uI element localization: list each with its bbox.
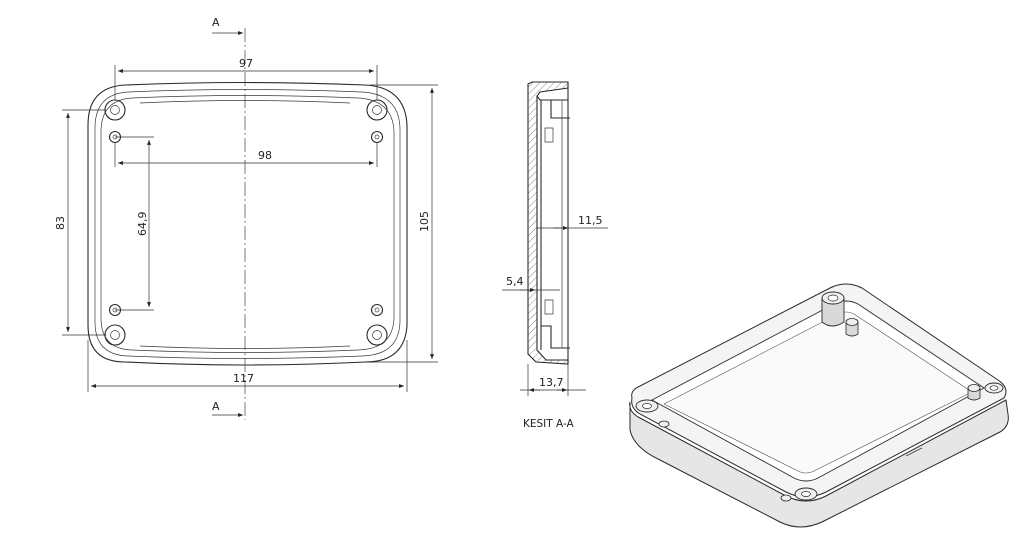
isometric-view xyxy=(629,283,1009,528)
mount-hole-top-right xyxy=(370,130,384,144)
dimension-11-5: 11,5 xyxy=(537,214,608,230)
dimension-117: 117 xyxy=(87,340,408,392)
section-step-lower xyxy=(541,325,570,349)
section-rib-upper xyxy=(544,127,554,143)
front-view-outer-outline xyxy=(87,81,408,366)
dimension-117-label: 117 xyxy=(233,372,254,385)
dimension-11-5-label: 11,5 xyxy=(578,214,603,227)
iso-pin-front xyxy=(780,494,792,502)
front-view-inner-outline xyxy=(94,89,401,359)
dimension-97: 97 xyxy=(114,57,378,100)
mount-hole-bottom-right xyxy=(370,303,384,317)
iso-pin-back xyxy=(845,318,859,337)
dimension-98-label: 98 xyxy=(258,149,272,162)
dimension-105: 105 xyxy=(370,84,438,363)
iso-boss-back xyxy=(821,291,845,327)
corner-boss-bottom-right xyxy=(366,324,388,346)
dimension-13-7: 13,7 xyxy=(520,364,586,396)
front-view: A A 97 98 117 83 xyxy=(54,16,438,420)
section-label-top: A xyxy=(212,16,220,29)
iso-pin-left xyxy=(658,420,670,428)
front-view-inner-outline-2 xyxy=(100,95,395,353)
dimension-64-9-label: 64,9 xyxy=(136,212,149,237)
section-title: KESIT A-A xyxy=(523,418,575,430)
dimension-64-9: 64,9 xyxy=(115,136,154,311)
dimension-98: 98 xyxy=(114,143,378,167)
dimension-5-4: 5,4 xyxy=(502,275,560,292)
section-label-bottom: A xyxy=(212,400,220,413)
dimension-97-label: 97 xyxy=(239,57,253,70)
iso-pin-right xyxy=(967,384,981,401)
corner-boss-bottom-left xyxy=(104,324,126,346)
iso-outer-bottom xyxy=(629,399,1009,528)
dimension-83: 83 xyxy=(54,109,106,336)
iso-boss-right xyxy=(984,382,1004,394)
dimension-83-label: 83 xyxy=(54,216,67,230)
corner-boss-top-right xyxy=(366,99,388,121)
iso-boss-front xyxy=(794,487,818,501)
iso-edge-detail xyxy=(905,447,923,457)
section-step-upper xyxy=(541,99,570,119)
corner-boss-top-left xyxy=(104,99,126,121)
dimension-105-label: 105 xyxy=(418,211,431,232)
section-inner-profile xyxy=(536,95,568,350)
section-view: 11,5 5,4 13,7 KESIT A-A xyxy=(502,81,608,430)
section-rib-lower xyxy=(544,299,554,315)
dimension-5-4-label: 5,4 xyxy=(506,275,524,288)
dimension-13-7-label: 13,7 xyxy=(539,376,564,389)
iso-boss-left xyxy=(635,399,659,413)
